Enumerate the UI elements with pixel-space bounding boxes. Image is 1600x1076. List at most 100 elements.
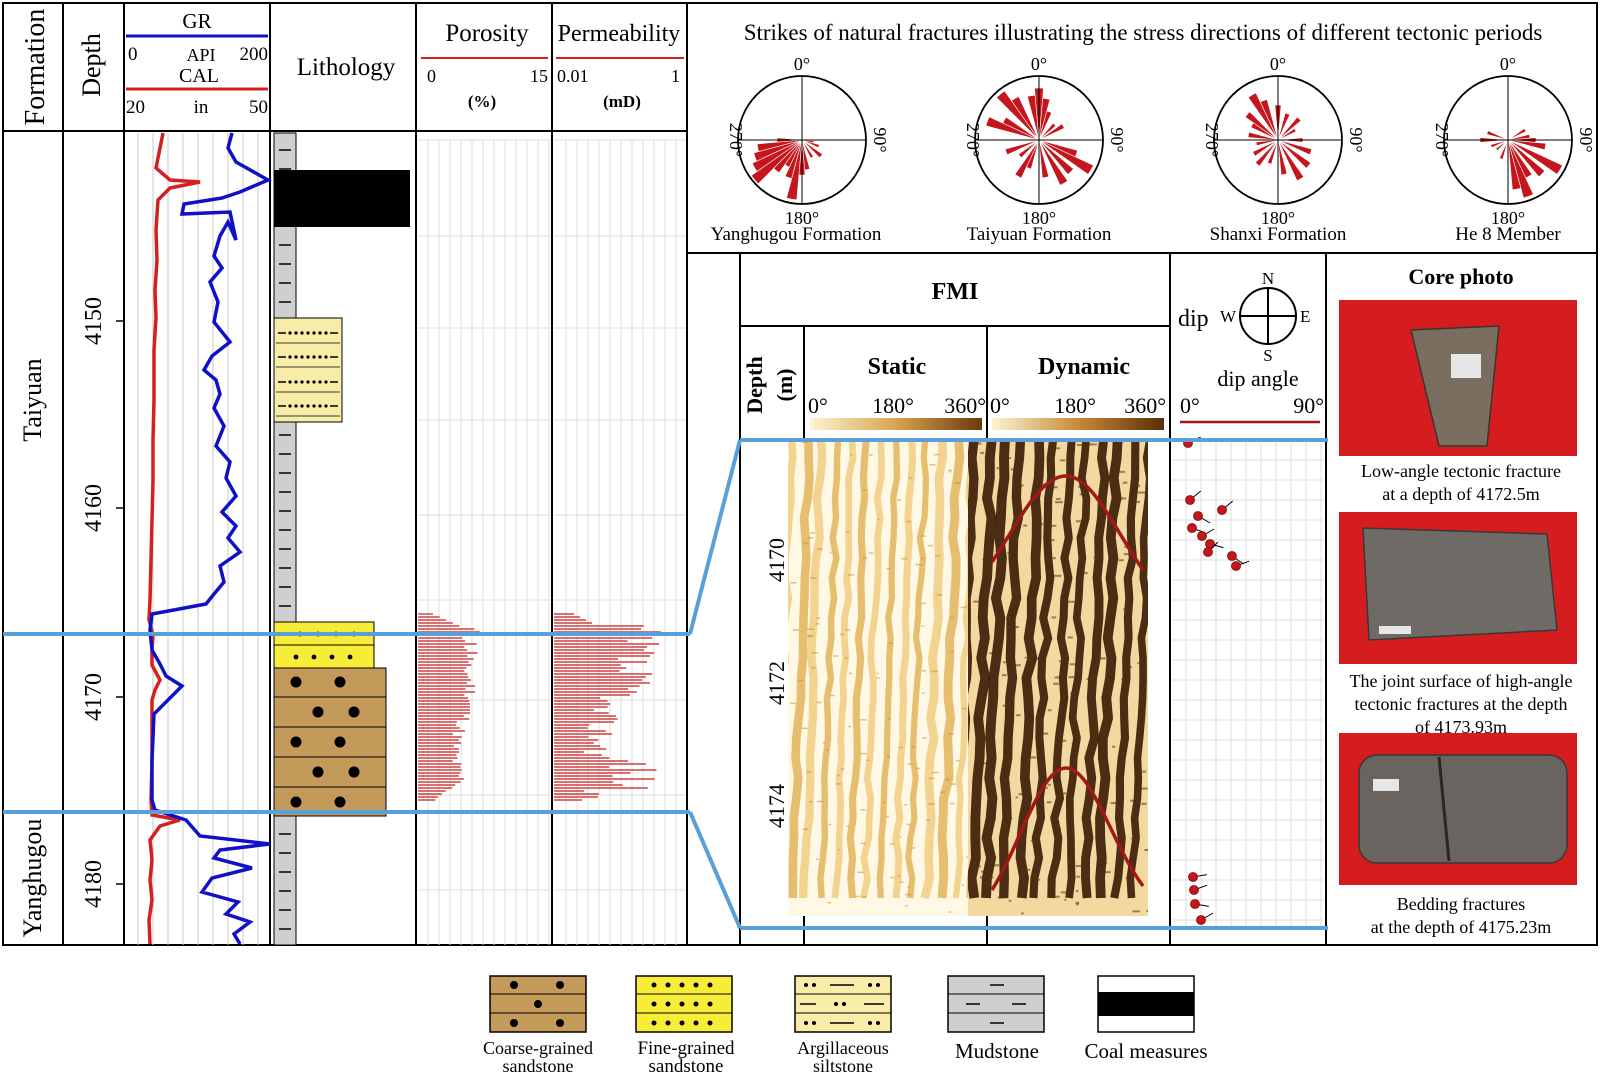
rose-diagram-panel: Strikes of natural fractures illustratin… (686, 2, 1598, 254)
rose-label-180: 180° (1022, 208, 1056, 228)
fmi-depth-4172: 4172 (764, 661, 789, 705)
rose-label-90: 90° (870, 127, 890, 152)
fracture-sine-lower (990, 766, 1145, 891)
core-caption-2-line-2: tectonic fractures at the depth (1355, 694, 1568, 714)
permeability-header: Permeability (558, 21, 681, 47)
porosity-histogram (418, 613, 480, 801)
rose-diagram-2: 0°90°180°270°Taiyuan Formation (963, 54, 1127, 245)
dip-max: 90° (1293, 393, 1324, 418)
legend-mudstone: Mudstone (947, 975, 1045, 1063)
depth-tick-4160: 4160 (81, 484, 107, 532)
depth-axis: 4150 4160 4170 4180 (81, 297, 124, 908)
lithology-header: Lithology (297, 54, 396, 81)
lithology-legend: Coarse-grained sandstone Fine-grained sa… (483, 975, 1208, 1076)
depth-tick-4170: 4170 (81, 673, 107, 721)
formation-yanghugou: Yanghugou (18, 819, 47, 938)
core-caption-2-line-3: of 4173.93m (1415, 717, 1507, 737)
gr-min: 0 (128, 44, 138, 65)
rose-label-0: 0° (1500, 54, 1516, 74)
legend-coarse-sandstone: Coarse-grained sandstone (483, 975, 593, 1076)
core-photo-2: The joint surface of high-angle tectonic … (1339, 512, 1577, 737)
compass-w: W (1220, 307, 1237, 326)
correlation-markers (3, 438, 1328, 930)
legend-coarse-line1: Coarse-grained (483, 1038, 593, 1058)
fracture-sine-upper (990, 474, 1145, 571)
core-caption-1-line-2: at a depth of 4172.5m (1382, 484, 1539, 504)
core-photo-title: Core photo (1408, 264, 1513, 289)
dynamic-scale-0: 0° (990, 393, 1010, 418)
gr-curve (148, 132, 272, 945)
legend-mudstone-label: Mudstone (955, 1039, 1039, 1063)
compass-n: N (1262, 269, 1274, 288)
dynamic-label: Dynamic (1038, 354, 1130, 380)
dynamic-color-scale (992, 418, 1164, 430)
compass-s: S (1263, 346, 1272, 365)
permeability-min: 0.01 (557, 66, 589, 86)
rose-label-180: 180° (785, 208, 819, 228)
mudstone-background (273, 132, 297, 946)
legend-coarse-line2: sandstone (503, 1056, 574, 1076)
dynamic-image (968, 438, 1148, 916)
lithology-column (273, 132, 410, 946)
rose-label-180: 180° (1491, 208, 1525, 228)
dip-angle-label: dip angle (1217, 366, 1298, 391)
static-color-scale (810, 418, 982, 430)
cal-label: CAL (179, 65, 219, 87)
legend-silt-line2: siltstone (813, 1056, 873, 1076)
rose-label-270: 270° (726, 123, 746, 157)
fmi-title: FMI (932, 279, 979, 305)
legend-coal-measures: Coal measures (1084, 975, 1208, 1063)
static-scale-180: 180° (872, 393, 914, 418)
rose-diagram-1: 0° 90° 180° 270° Yanghugou Formation (711, 54, 890, 245)
core-caption-2-line-1: The joint surface of high-angle (1350, 671, 1573, 691)
fmi-depth-4174: 4174 (764, 784, 789, 828)
cal-min: 20 (126, 97, 145, 118)
rose-label-180: 180° (1261, 208, 1295, 228)
cal-curve (147, 132, 201, 945)
gr-max: 200 (240, 44, 269, 65)
coal-layer (274, 170, 410, 227)
static-label: Static (868, 354, 927, 380)
rose-label-0: 0° (794, 54, 810, 74)
dip-tadpoles (1183, 436, 1250, 925)
fmi-depth-unit: (m) (772, 369, 797, 402)
rose-diagram-name: Yanghugou Formation (711, 224, 882, 245)
cal-unit: in (194, 97, 209, 118)
rose-diagram-4: 0° 90° 180° 270° He 8 Member (1432, 54, 1596, 245)
compass-icon: N S W E (1220, 269, 1310, 365)
depth-tick-4150: 4150 (81, 297, 107, 345)
dip-min: 0° (1180, 393, 1200, 418)
dip-label: dip (1178, 306, 1209, 332)
formation-header: Formation (20, 9, 51, 126)
legend-fine-line2: sandstone (649, 1056, 724, 1076)
porosity-header: Porosity (445, 20, 529, 47)
core-caption-3-line-2: at the depth of 4175.23m (1371, 917, 1551, 937)
rose-label-270: 270° (963, 123, 983, 157)
fmi-panel: FMI Depth (m) Static Dynamic 0° 180° 360… (686, 252, 1598, 946)
legend-fine-line1: Fine-grained (637, 1038, 735, 1059)
porosity-max: 15 (530, 66, 548, 86)
rose-label-0: 0° (1270, 54, 1286, 74)
legend-fine-sandstone: Fine-grained sandstone (635, 975, 735, 1076)
porosity-unit: (%) (468, 92, 496, 111)
rose-label-270: 270° (1432, 123, 1452, 157)
gr-cal-curves (147, 132, 272, 945)
rose-label-90: 90° (1576, 127, 1596, 152)
porosity-min: 0 (427, 66, 436, 86)
log-track-panel (2, 2, 688, 946)
formation-taiyuan: Taiyuan (18, 358, 47, 441)
compass-e: E (1300, 307, 1310, 326)
static-image (788, 438, 968, 916)
fmi-depth-label: Depth (742, 356, 767, 413)
rose-diagram-3: 0°90°180°270°Shanxi Formation (1202, 54, 1366, 245)
core-caption-3-line-1: Bedding fractures (1397, 894, 1525, 914)
gr-label: GR (182, 9, 211, 33)
rose-diagram-name: He 8 Member (1455, 224, 1561, 245)
rose-label-270: 270° (1202, 123, 1222, 157)
rose-diagram-name: Taiyuan Formation (967, 224, 1112, 245)
core-photo-3: Bedding fractures at the depth of 4175.23… (1339, 733, 1577, 937)
permeability-histogram (554, 613, 661, 801)
permeability-unit: (mD) (603, 92, 641, 111)
permeability-track-grid (554, 139, 686, 945)
